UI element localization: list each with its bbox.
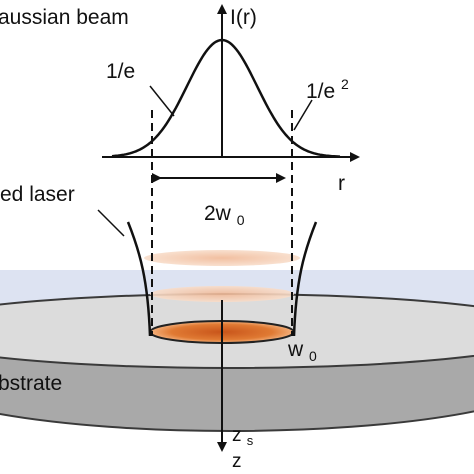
one-over-e2-exponent: 2 xyxy=(341,76,349,92)
waist-label: w 0 xyxy=(287,338,317,364)
zs-label: z s xyxy=(232,425,254,448)
gaussian-intensity-curve xyxy=(111,38,341,158)
title-label: aussian beam xyxy=(0,6,129,29)
zs-sub: s xyxy=(247,433,254,448)
one-over-e2-label: 1/e 2 xyxy=(306,76,349,103)
one-over-e2-base: 1/e xyxy=(306,80,335,103)
zs-main: z xyxy=(232,425,242,446)
one-over-e-pointer xyxy=(149,85,175,117)
laser-label-pointer xyxy=(97,209,125,237)
focused-laser-label: ed laser xyxy=(0,183,75,206)
z-axis-label: z xyxy=(232,451,242,472)
beam-plane-lower xyxy=(150,286,294,302)
one-over-e2-pointer xyxy=(293,99,313,131)
laser-beam-right-edge xyxy=(292,221,318,337)
beam-diameter-sub: 0 xyxy=(237,212,245,228)
waist-sub: 0 xyxy=(309,348,317,364)
waist-main: w xyxy=(287,338,304,361)
one-over-e-label: 1/e xyxy=(106,60,135,83)
beam-plane-upper xyxy=(144,250,300,266)
beam-diameter-main: 2w xyxy=(204,202,232,225)
beam-diameter-label: 2w 0 xyxy=(204,202,245,228)
r-axis-label: r xyxy=(338,172,345,195)
laser-beam-left-edge xyxy=(126,221,152,337)
substrate-label: bstrate xyxy=(0,372,62,395)
intensity-axis-label: I(r) xyxy=(230,6,257,29)
